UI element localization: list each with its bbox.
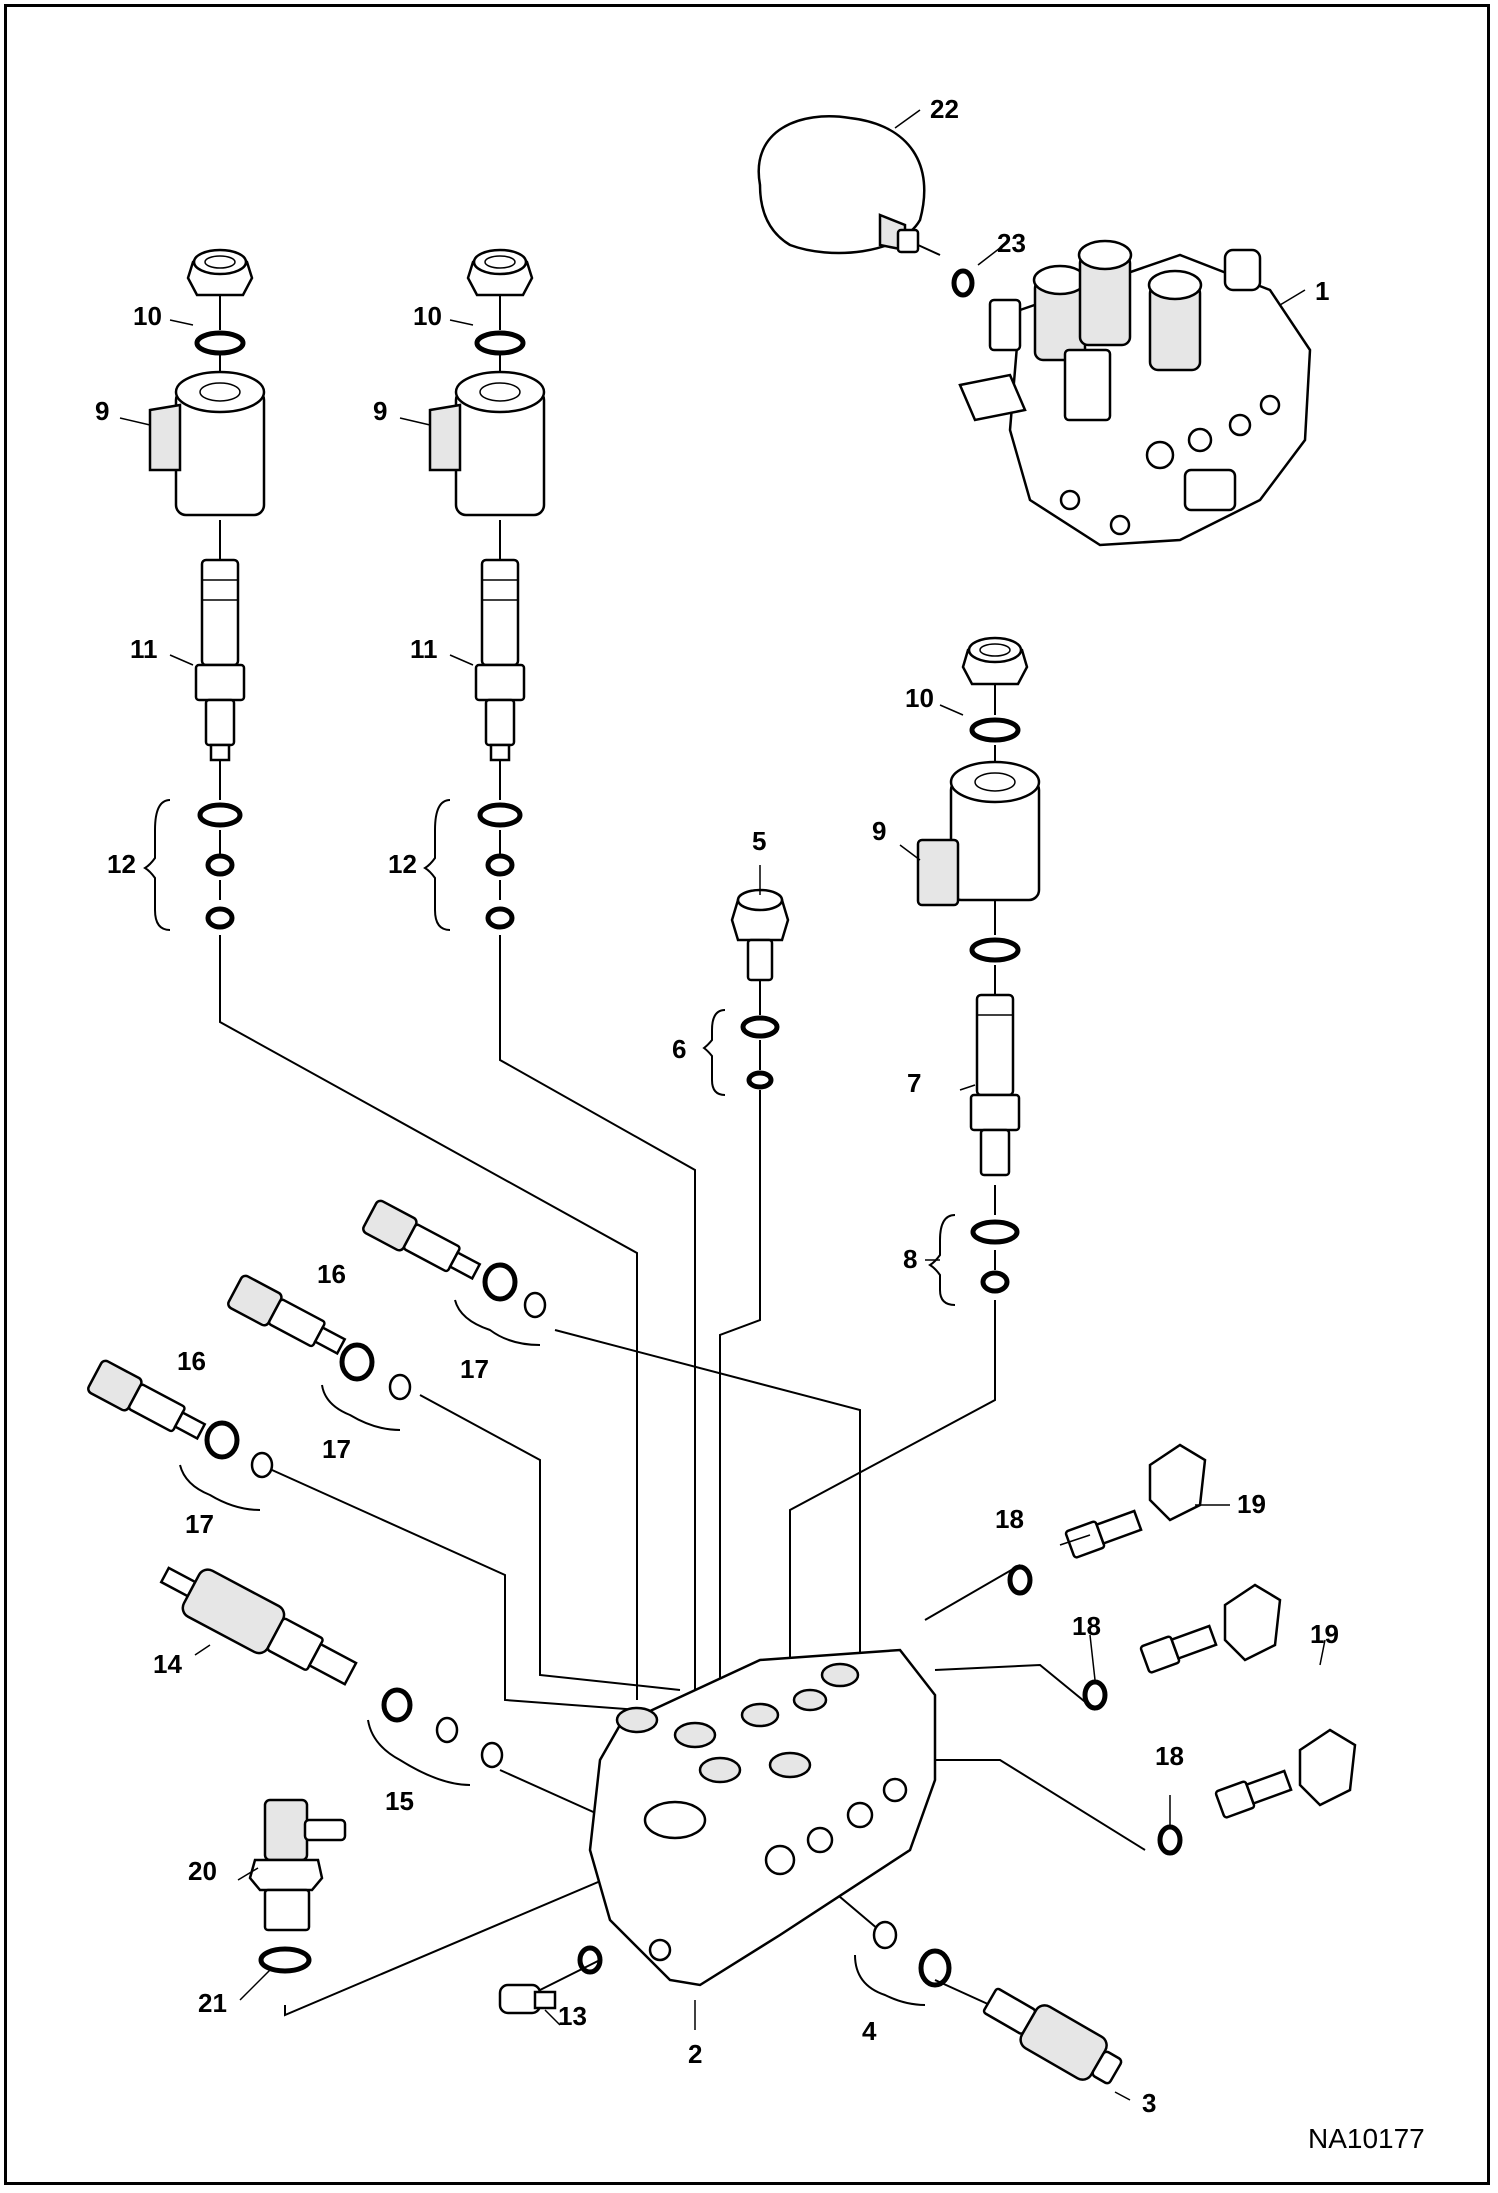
callout-13: 13	[558, 2001, 587, 2031]
callout-11a: 11	[130, 634, 158, 664]
assembly-lines	[219, 295, 1146, 2017]
accumulator-part-22	[757, 115, 941, 256]
callout-10c: 10	[905, 683, 934, 713]
column-b-parts	[423, 248, 546, 931]
fittings-18-19	[1007, 1443, 1357, 1856]
column-a-parts	[143, 248, 266, 931]
callout-12b: 12	[388, 849, 417, 879]
valve-body-part-2	[588, 1648, 937, 1987]
callout-5: 5	[752, 826, 766, 856]
drawing-reference: NA10177	[1308, 2123, 1425, 2154]
callout-18c: 18	[1155, 1741, 1184, 1771]
plug-part-13	[498, 1945, 603, 2015]
callout-17a: 17	[460, 1354, 489, 1384]
callout-10b: 10	[413, 301, 442, 331]
callout-23: 23	[997, 228, 1026, 258]
valve-assembly-part-1	[958, 239, 1312, 547]
parts-5-6	[702, 888, 790, 1096]
callout-numbers: 1 2 3 4 5 6 7 8 9 9 9 10 10 10 11 11 12 …	[95, 94, 1339, 2118]
parts-14-15	[159, 1566, 504, 1786]
callout-19b: 19	[1310, 1619, 1339, 1649]
callout-leaders	[119, 109, 1326, 2101]
callout-1: 1	[1315, 276, 1329, 306]
callout-22: 22	[930, 94, 959, 124]
callout-7: 7	[907, 1068, 921, 1098]
callout-15: 15	[385, 1786, 414, 1816]
callout-19a: 19	[1237, 1489, 1266, 1519]
callout-18a: 18	[995, 1504, 1024, 1534]
callout-14: 14	[153, 1649, 182, 1679]
callout-12a: 12	[107, 849, 136, 879]
callout-3: 3	[1142, 2088, 1156, 2118]
callout-16a: 16	[317, 1259, 346, 1289]
callout-10a: 10	[133, 301, 162, 331]
callout-18b: 18	[1072, 1611, 1101, 1641]
callout-9a: 9	[95, 396, 109, 426]
column-c-parts	[916, 636, 1041, 1306]
callout-9c: 9	[872, 816, 886, 846]
callout-11b: 11	[410, 634, 438, 664]
callout-9b: 9	[373, 396, 387, 426]
parts-3-4	[854, 1920, 1123, 2085]
cartridges-16-17	[87, 1199, 547, 1511]
callout-16b: 16	[177, 1346, 206, 1376]
callout-4: 4	[862, 2016, 877, 2046]
callout-17b: 17	[322, 1434, 351, 1464]
callout-6: 6	[672, 1034, 686, 1064]
callout-20: 20	[188, 1856, 217, 1886]
callout-17c: 17	[185, 1509, 214, 1539]
o-ring-part-23	[951, 268, 975, 298]
callout-2: 2	[688, 2039, 702, 2069]
callout-21: 21	[198, 1988, 227, 2018]
callout-8: 8	[903, 1244, 917, 1274]
parts-20-21	[248, 1798, 347, 1974]
